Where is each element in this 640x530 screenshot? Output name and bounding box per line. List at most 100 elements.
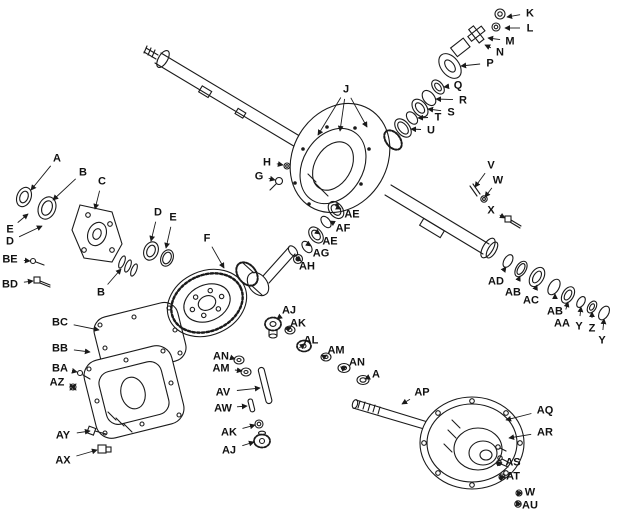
callout-label-e: E bbox=[6, 224, 13, 236]
callout-label-b-2: B bbox=[97, 287, 105, 299]
universal-joint-parts bbox=[438, 8, 506, 79]
callout-label-y-2: Y bbox=[598, 335, 606, 347]
callout-label-bd: BD bbox=[2, 279, 18, 291]
carrier-housing bbox=[289, 102, 391, 214]
callout-label-al: AL bbox=[304, 335, 319, 347]
callout-label-x: X bbox=[487, 205, 495, 217]
callout-leader-e bbox=[17, 213, 29, 223]
callout-leader-an bbox=[340, 366, 347, 372]
callout-leader-a bbox=[30, 165, 52, 191]
callout-leader-aa bbox=[563, 301, 570, 310]
axle-shaft-assembly bbox=[351, 396, 525, 508]
axle-housing bbox=[143, 45, 499, 259]
callout-label-r: R bbox=[459, 95, 467, 107]
callout-label-y: Y bbox=[575, 321, 583, 333]
callout-leader-at bbox=[499, 474, 506, 481]
callout-label-n: N bbox=[496, 47, 504, 59]
callout-label-p: P bbox=[486, 58, 493, 70]
callout-leader-ae-2 bbox=[314, 228, 321, 235]
callout-leader-ag bbox=[305, 240, 312, 247]
callout-leader-w bbox=[484, 187, 493, 198]
callout-leader-n bbox=[484, 44, 492, 50]
callout-label-aa: AA bbox=[554, 318, 570, 330]
callout-leader-be bbox=[23, 257, 31, 264]
callout-leader-av bbox=[236, 385, 261, 392]
differential-gears bbox=[233, 316, 370, 449]
callout-leader-ap bbox=[401, 398, 411, 405]
callout-label-an: AN bbox=[349, 357, 365, 369]
callout-leader-b bbox=[52, 178, 77, 201]
callout-leader-ak-2 bbox=[242, 423, 256, 430]
callout-leader-aw bbox=[236, 403, 248, 410]
callout-leader-au bbox=[515, 500, 522, 507]
callout-leader-ac bbox=[532, 284, 538, 291]
callout-label-ab-2: AB bbox=[547, 306, 563, 318]
callout-leader-bc bbox=[73, 324, 100, 332]
callout-label-ar: AR bbox=[537, 427, 553, 439]
callout-label-be: BE bbox=[2, 254, 17, 266]
callout-leader-y-2 bbox=[600, 318, 607, 331]
callout-label-h: H bbox=[263, 157, 271, 169]
callout-label-u: U bbox=[427, 125, 435, 137]
callout-label-am-2: AM bbox=[212, 363, 229, 375]
callout-leader-am bbox=[321, 354, 328, 361]
callout-label-af: AF bbox=[336, 223, 351, 235]
callout-leader-x bbox=[499, 212, 506, 219]
callout-label-e-2: E bbox=[169, 212, 176, 224]
callout-leader-aq bbox=[505, 413, 532, 422]
callout-leader-r bbox=[435, 96, 454, 103]
callout-label-ag: AG bbox=[313, 248, 330, 260]
callout-leader-ah bbox=[295, 255, 302, 262]
callout-leader-bd bbox=[23, 278, 34, 285]
callout-leader-q bbox=[443, 83, 450, 90]
callout-leader-ay bbox=[76, 428, 91, 435]
callout-leader-ar bbox=[508, 433, 532, 441]
callout-label-au: AU bbox=[522, 500, 538, 512]
callout-leader-t bbox=[417, 114, 429, 121]
callout-label-z: Z bbox=[589, 323, 596, 335]
callout-leader-aj bbox=[276, 313, 283, 320]
callout-leader-k bbox=[506, 13, 521, 19]
callout-leader-g bbox=[268, 175, 276, 182]
callout-leader-d bbox=[18, 225, 43, 238]
callout-leader-a-2 bbox=[364, 374, 371, 380]
callout-label-l: L bbox=[527, 23, 534, 35]
callout-label-ap: AP bbox=[414, 387, 429, 399]
callout-label-at: AT bbox=[506, 471, 520, 483]
callout-leader-y bbox=[577, 306, 584, 317]
callout-label-aq: AQ bbox=[537, 405, 554, 417]
callout-label-g: G bbox=[255, 171, 264, 183]
callout-leader-f bbox=[211, 246, 225, 269]
wheel-end-left bbox=[15, 186, 174, 288]
callout-label-an-2: AN bbox=[213, 351, 229, 363]
callout-leader-ax bbox=[76, 448, 98, 457]
callout-label-w-2: W bbox=[525, 487, 536, 499]
callout-label-ax: AX bbox=[55, 455, 71, 467]
callout-label-t: T bbox=[435, 112, 442, 124]
callout-leader-j bbox=[317, 97, 342, 136]
callout-leader-v bbox=[474, 172, 486, 188]
callout-label-bc: BC bbox=[52, 317, 68, 329]
callout-leader-j bbox=[350, 97, 368, 128]
callout-label-ad: AD bbox=[488, 276, 504, 288]
callout-label-ae-2: AE bbox=[322, 236, 337, 248]
callout-label-ba: BA bbox=[52, 363, 68, 375]
callout-label-aj: AJ bbox=[282, 305, 296, 317]
callout-label-m: M bbox=[505, 36, 514, 48]
callout-label-aw: AW bbox=[214, 403, 232, 415]
callout-label-ah: AH bbox=[299, 261, 315, 273]
callout-label-d: D bbox=[6, 236, 14, 248]
callout-label-bb: BB bbox=[52, 343, 68, 355]
callout-leader-ae bbox=[335, 204, 342, 210]
callout-leader-ak bbox=[285, 326, 292, 333]
callout-label-am: AM bbox=[327, 345, 344, 357]
callout-label-av: AV bbox=[216, 387, 231, 399]
callout-leader-ab bbox=[515, 275, 521, 282]
callout-label-f: F bbox=[204, 233, 211, 245]
callout-label-d-2: D bbox=[154, 207, 162, 219]
callout-leader-am-2 bbox=[234, 367, 243, 374]
callout-label-ac: AC bbox=[523, 295, 539, 307]
